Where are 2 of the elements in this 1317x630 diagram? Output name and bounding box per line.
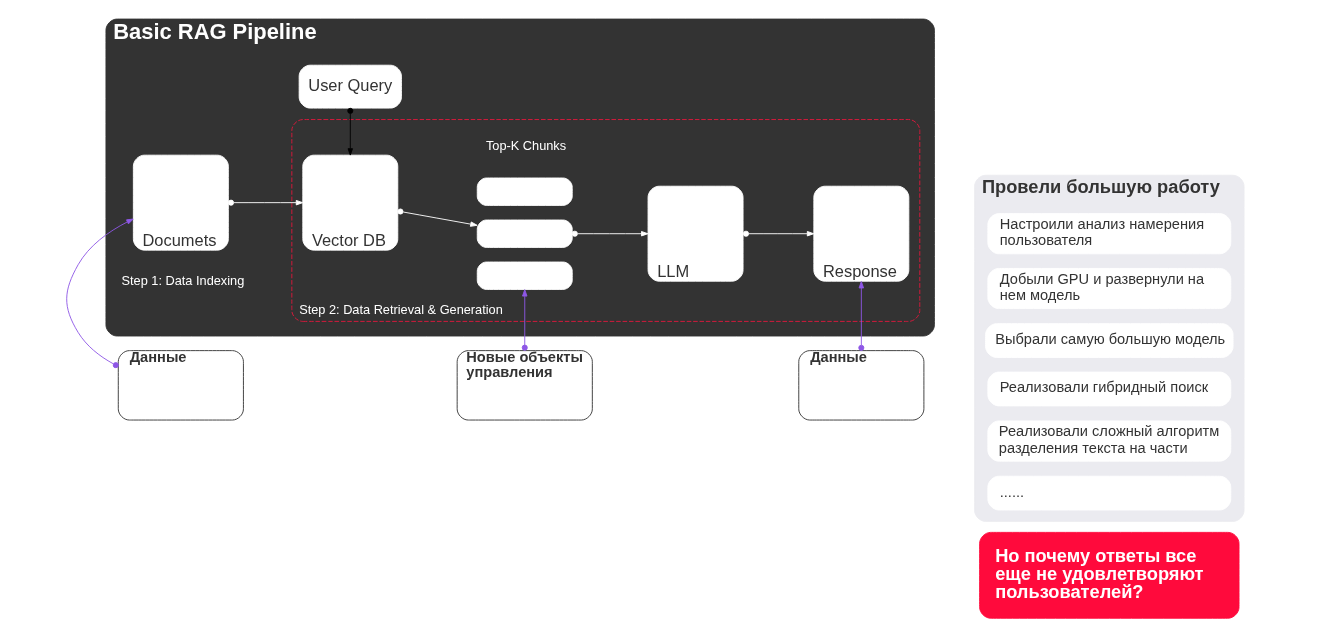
label: Top-K Chunks (485, 138, 566, 154)
node-label: Step 1: Data Indexing (120, 272, 244, 288)
